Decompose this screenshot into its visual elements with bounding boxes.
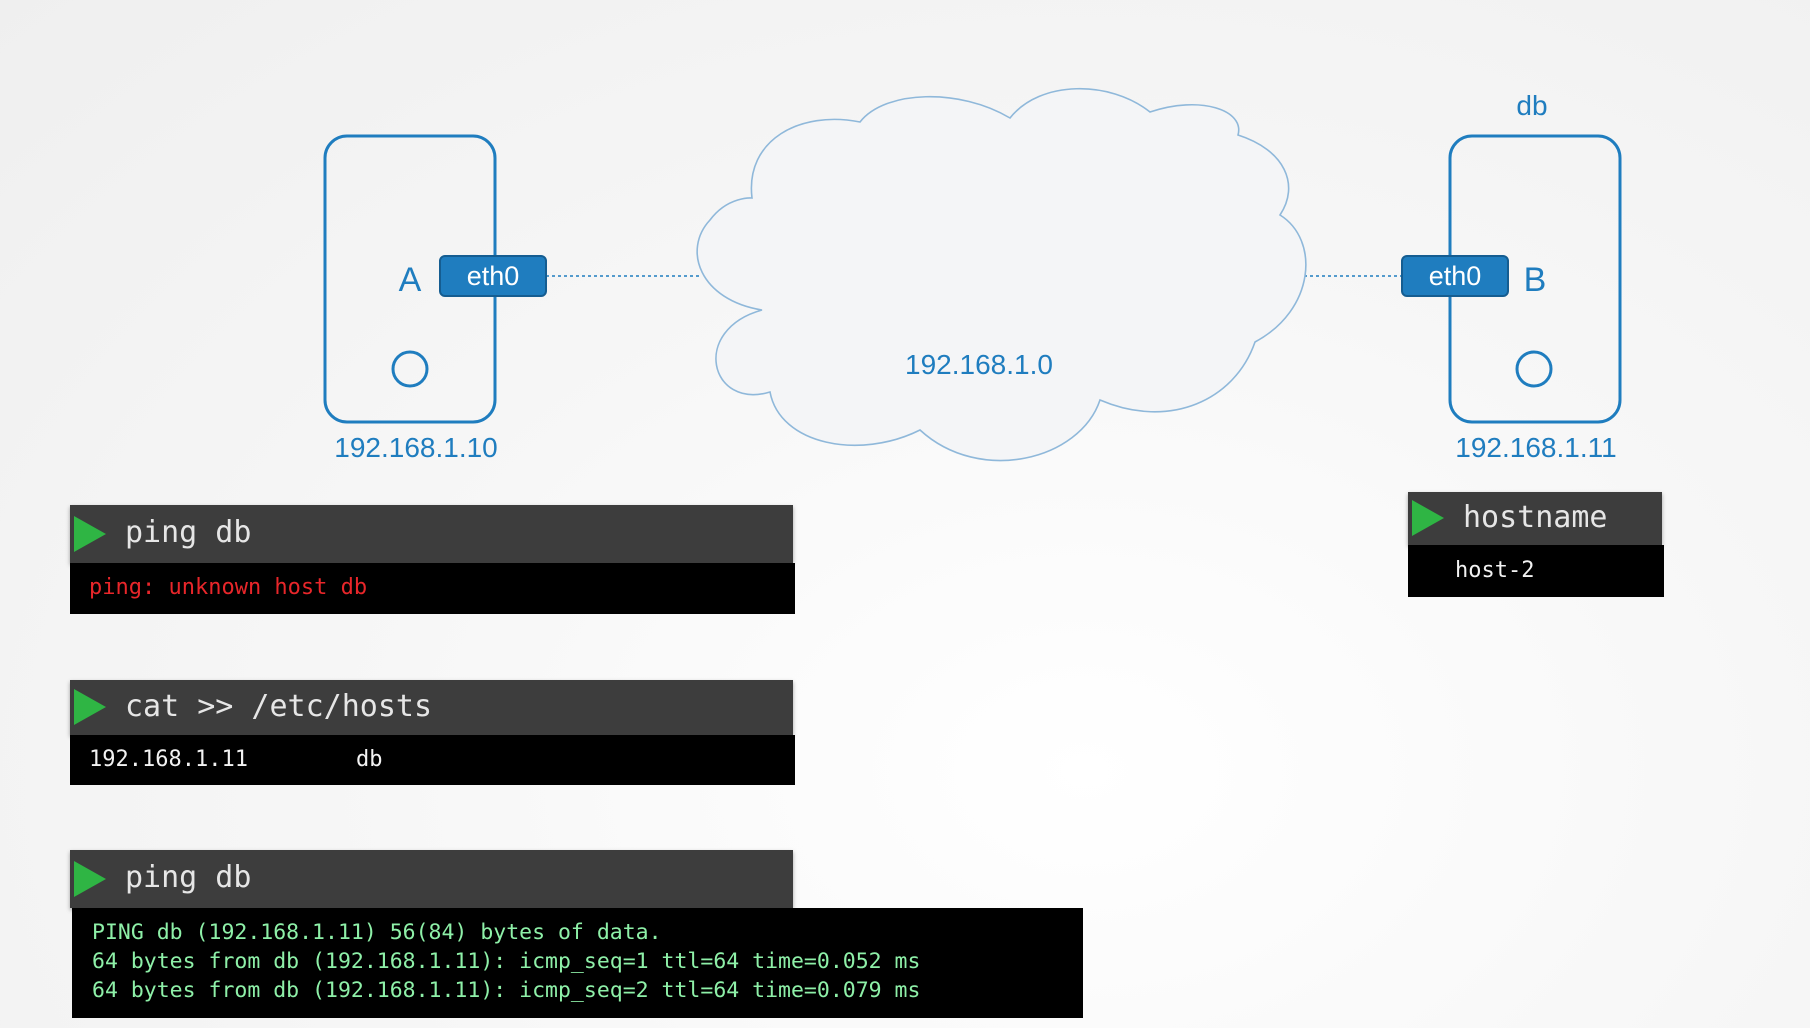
terminal-ping-success-output: PING db (192.168.1.11) 56(84) bytes of d… [72, 908, 1083, 1018]
host-b-eth0-badge [1401, 255, 1509, 297]
terminal-command: cat >> /etc/hosts [125, 689, 433, 724]
ping-output-line: PING db (192.168.1.11) 56(84) bytes of d… [92, 920, 662, 945]
terminal-ping-fail-output: ping: unknown host db [70, 563, 795, 614]
terminal-ping-success-header: ping db [70, 850, 793, 908]
host-b-hostname-label: db [1516, 90, 1547, 121]
play-icon [74, 861, 106, 897]
play-icon [1412, 500, 1444, 536]
hosts-entry-ip: 192.168.1.11 [89, 747, 248, 772]
network-address-label: 192.168.1.0 [905, 349, 1053, 380]
hostname-output: host-2 [1455, 558, 1535, 583]
terminal-hosts-header: cat >> /etc/hosts [70, 680, 793, 735]
host-a-ip: 192.168.1.10 [334, 432, 498, 463]
host-a-name: A [399, 261, 422, 299]
terminal-command: ping db [125, 515, 252, 550]
terminal-command: ping db [125, 860, 252, 895]
network-cloud-icon [696, 87, 1307, 462]
terminal-hostname-header: hostname [1408, 492, 1662, 545]
host-a-interface-label: eth0 [467, 261, 520, 291]
terminal-hostname-output: host-2 [1408, 545, 1664, 597]
error-message: ping: unknown host db [89, 575, 368, 600]
host-b-ip: 192.168.1.11 [1455, 432, 1616, 463]
play-icon [74, 516, 106, 552]
terminal-command: hostname [1463, 500, 1608, 535]
terminal-ping-fail-header: ping db [70, 505, 793, 563]
host-a-eth0-badge [439, 255, 547, 297]
terminal-hosts-output: 192.168.1.11 db [70, 735, 795, 785]
ping-output-line: 64 bytes from db (192.168.1.11): icmp_se… [92, 949, 921, 974]
terminal-header-bar [1408, 492, 1662, 545]
terminal-header-bar [70, 850, 793, 908]
host-b-name: B [1524, 261, 1547, 299]
hosts-entry-name: db [356, 747, 383, 772]
host-b-interface-label: eth0 [1429, 261, 1482, 291]
host-b-port-circle [1515, 350, 1553, 388]
ping-output-line: 64 bytes from db (192.168.1.11): icmp_se… [92, 978, 921, 1003]
host-a-port-circle [391, 350, 429, 388]
terminal-header-bar [70, 680, 793, 735]
terminal-header-bar [70, 505, 793, 563]
play-icon [74, 689, 106, 725]
